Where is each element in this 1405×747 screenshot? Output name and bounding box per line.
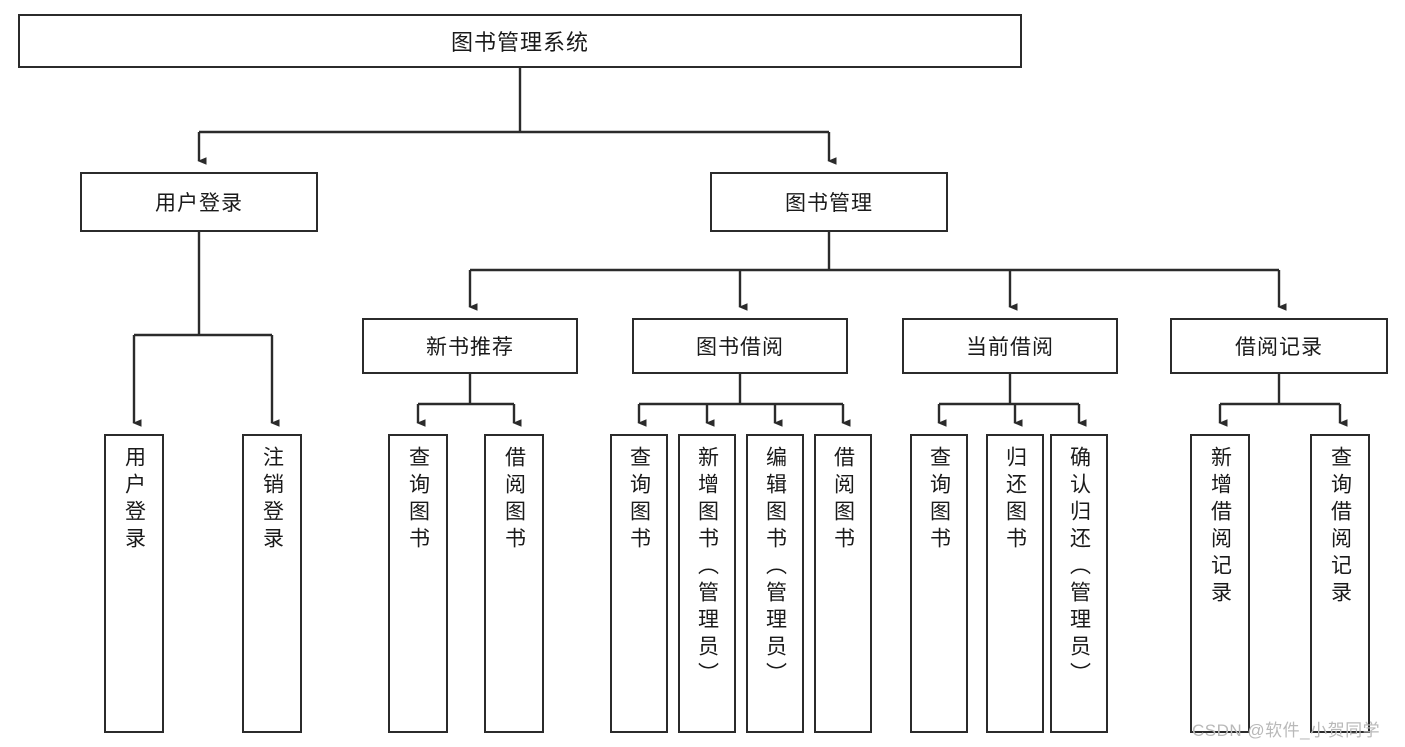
node-label: 用户登录: [155, 192, 243, 215]
node-label: 查询借阅记录: [1328, 446, 1352, 608]
node-cb-query-book[interactable]: 查询图书: [910, 434, 968, 733]
node-bb-edit-book[interactable]: 编辑图书（管理员）: [746, 434, 804, 733]
node-label: 借阅图书: [831, 446, 855, 554]
node-label: 注销登录: [260, 446, 284, 554]
node-label: 用户登录: [122, 446, 146, 554]
node-label: 归还图书: [1003, 446, 1027, 554]
node-label: 图书借阅: [696, 336, 784, 359]
node-borrow-record[interactable]: 借阅记录: [1170, 318, 1388, 374]
node-bb-add-book[interactable]: 新增图书（管理员）: [678, 434, 736, 733]
node-label: 图书管理系统: [450, 30, 589, 55]
node-book-manage[interactable]: 图书管理: [710, 172, 948, 232]
node-user-logout[interactable]: 注销登录: [242, 434, 302, 733]
node-book-borrow[interactable]: 图书借阅: [632, 318, 848, 374]
node-label: 查询图书: [406, 446, 430, 554]
node-new-book-recommend[interactable]: 新书推荐: [362, 318, 578, 374]
node-label: 编辑图书（管理员）: [763, 446, 787, 689]
node-label: 新增图书（管理员）: [695, 446, 719, 689]
node-label: 查询图书: [927, 446, 951, 554]
node-user-login[interactable]: 用户登录: [80, 172, 318, 232]
node-label: 确认归还（管理员）: [1067, 446, 1091, 689]
node-label: 新增借阅记录: [1208, 446, 1232, 608]
node-bb-borrow-book[interactable]: 借阅图书: [814, 434, 872, 733]
node-label: 当前借阅: [966, 336, 1054, 359]
node-label: 借阅图书: [502, 446, 526, 554]
node-cb-return-book[interactable]: 归还图书: [986, 434, 1044, 733]
node-root[interactable]: 图书管理系统: [18, 14, 1022, 68]
node-nbr-borrow-book[interactable]: 借阅图书: [484, 434, 544, 733]
node-label: 新书推荐: [426, 336, 514, 359]
node-bb-query-book[interactable]: 查询图书: [610, 434, 668, 733]
node-label: 借阅记录: [1235, 336, 1323, 359]
node-label: 查询图书: [627, 446, 651, 554]
node-label: 图书管理: [785, 192, 873, 215]
watermark-credit: CSDN @软件_小贺同学: [1192, 721, 1381, 740]
node-nbr-query-book[interactable]: 查询图书: [388, 434, 448, 733]
node-cb-confirm-return[interactable]: 确认归还（管理员）: [1050, 434, 1108, 733]
node-current-borrow[interactable]: 当前借阅: [902, 318, 1118, 374]
node-br-add-record[interactable]: 新增借阅记录: [1190, 434, 1250, 733]
node-user-login-do[interactable]: 用户登录: [104, 434, 164, 733]
node-br-query-record[interactable]: 查询借阅记录: [1310, 434, 1370, 733]
